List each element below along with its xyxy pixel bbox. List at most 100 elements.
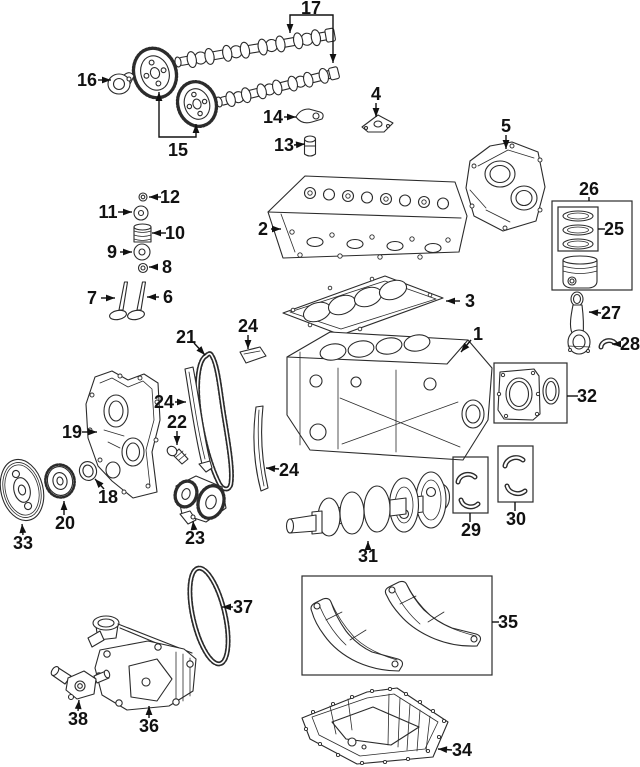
callout-label[interactable]: 24: [238, 316, 258, 336]
arrowhead: [364, 541, 372, 550]
callout-label[interactable]: 4: [371, 84, 381, 104]
timing-cover-plate-drawing: [465, 141, 546, 232]
callout-12[interactable]: 12: [149, 187, 180, 207]
callout-17[interactable]: 17: [286, 0, 337, 63]
callout-24a[interactable]: 24: [238, 316, 258, 349]
callout-14[interactable]: 14: [263, 107, 296, 127]
callout-label[interactable]: 21: [176, 327, 196, 347]
callout-label[interactable]: 1: [473, 324, 483, 344]
callout-label[interactable]: 23: [185, 528, 205, 548]
callout-8[interactable]: 8: [149, 257, 172, 277]
callout-36[interactable]: 36: [139, 706, 159, 736]
callout-label[interactable]: 16: [77, 70, 97, 90]
callout-30[interactable]: 30: [506, 502, 526, 529]
arrowhead: [60, 501, 68, 510]
camshaft-exhaust-drawing: [215, 66, 340, 108]
arrowhead: [149, 263, 158, 271]
callout-label[interactable]: 28: [620, 334, 640, 354]
callout-35[interactable]: 35: [492, 612, 518, 632]
callout-label[interactable]: 2: [258, 219, 268, 239]
callout-label[interactable]: 7: [87, 288, 97, 308]
callout-16[interactable]: 16: [77, 70, 111, 90]
callout-2[interactable]: 2: [258, 219, 281, 239]
callout-28[interactable]: 28: [612, 334, 640, 354]
callout-label[interactable]: 27: [601, 303, 621, 323]
callout-label[interactable]: 33: [13, 533, 33, 553]
callout-label[interactable]: 6: [163, 287, 173, 307]
callout-33[interactable]: 33: [13, 523, 33, 553]
box-35: [301, 575, 493, 676]
callout-label[interactable]: 10: [165, 223, 185, 243]
callout-label[interactable]: 22: [167, 412, 187, 432]
callout-32[interactable]: 32: [567, 386, 597, 406]
arrowhead: [222, 603, 231, 611]
callout-18[interactable]: 18: [94, 478, 118, 507]
callout-label[interactable]: 29: [461, 520, 481, 540]
arrowhead: [102, 76, 111, 84]
callout-label[interactable]: 34: [452, 740, 472, 760]
callout-label[interactable]: 8: [162, 257, 172, 277]
callout-label[interactable]: 13: [274, 135, 294, 155]
callout-6[interactable]: 6: [147, 287, 173, 307]
callout-26[interactable]: 26: [579, 179, 599, 201]
callout-7[interactable]: 7: [87, 288, 115, 308]
callout-label[interactable]: 30: [506, 509, 526, 529]
callout-19[interactable]: 19: [62, 422, 97, 442]
callout-25[interactable]: 25: [598, 219, 624, 239]
callout-label[interactable]: 24: [279, 460, 299, 480]
callout-13[interactable]: 13: [274, 135, 306, 155]
arrowhead: [123, 248, 132, 256]
callout-1[interactable]: 1: [460, 324, 483, 353]
callout-label[interactable]: 20: [55, 513, 75, 533]
piston-ring-set-drawing: [562, 210, 594, 250]
callout-label[interactable]: 35: [498, 612, 518, 632]
callout-37[interactable]: 37: [222, 597, 253, 617]
callout-3[interactable]: 3: [446, 291, 475, 311]
oil-pan-drawing: [301, 686, 449, 766]
arrowhead: [190, 521, 198, 531]
callout-label[interactable]: 14: [263, 107, 283, 127]
callout-10[interactable]: 10: [152, 223, 185, 243]
thrust-bearing-set-drawing: [455, 471, 481, 510]
callout-label[interactable]: 11: [98, 202, 117, 222]
callout-label[interactable]: 26: [579, 179, 599, 199]
callout-31[interactable]: 31: [358, 541, 378, 566]
callout-5[interactable]: 5: [501, 116, 511, 149]
rod-bearing-drawing: [598, 338, 618, 350]
callout-label[interactable]: 9: [107, 242, 117, 262]
callout-label[interactable]: 36: [139, 716, 159, 736]
callout-label[interactable]: 25: [604, 219, 624, 239]
callout-15[interactable]: 15: [155, 92, 200, 160]
callout-label[interactable]: 3: [465, 291, 475, 311]
connecting-rod-drawing: [567, 291, 591, 355]
callout-38[interactable]: 38: [68, 699, 88, 729]
callout-label[interactable]: 5: [501, 116, 511, 136]
callout-29[interactable]: 29: [461, 513, 481, 540]
callout-22[interactable]: 22: [167, 412, 187, 445]
callout-label[interactable]: 18: [98, 487, 118, 507]
callout-label[interactable]: 17: [301, 0, 321, 18]
callout-label[interactable]: 32: [577, 386, 597, 406]
callout-4[interactable]: 4: [371, 84, 381, 117]
callout-label[interactable]: 37: [233, 597, 253, 617]
callout-label[interactable]: 15: [168, 140, 188, 160]
callout-20[interactable]: 20: [55, 501, 75, 533]
arrowhead: [438, 746, 448, 754]
camshaft-sprocket-2-drawing: [175, 80, 219, 128]
callout-label[interactable]: 31: [358, 546, 378, 566]
callout-label[interactable]: 24: [154, 392, 174, 412]
arrowhead: [74, 700, 82, 710]
callout-27[interactable]: 27: [588, 303, 621, 323]
callout-24b[interactable]: 24: [154, 392, 186, 412]
box-32: [493, 362, 568, 424]
callout-34[interactable]: 34: [437, 740, 472, 760]
callout-21[interactable]: 21: [176, 327, 206, 356]
callout-24c[interactable]: 24: [265, 460, 299, 480]
callout-label[interactable]: 12: [160, 187, 180, 207]
callout-label[interactable]: 38: [68, 709, 88, 729]
callout-23[interactable]: 23: [185, 520, 205, 548]
callout-9[interactable]: 9: [107, 242, 132, 262]
callout-label[interactable]: 19: [62, 422, 82, 442]
callout-11[interactable]: 11: [98, 202, 132, 222]
oil-baffle-plates-drawing: [310, 580, 482, 672]
